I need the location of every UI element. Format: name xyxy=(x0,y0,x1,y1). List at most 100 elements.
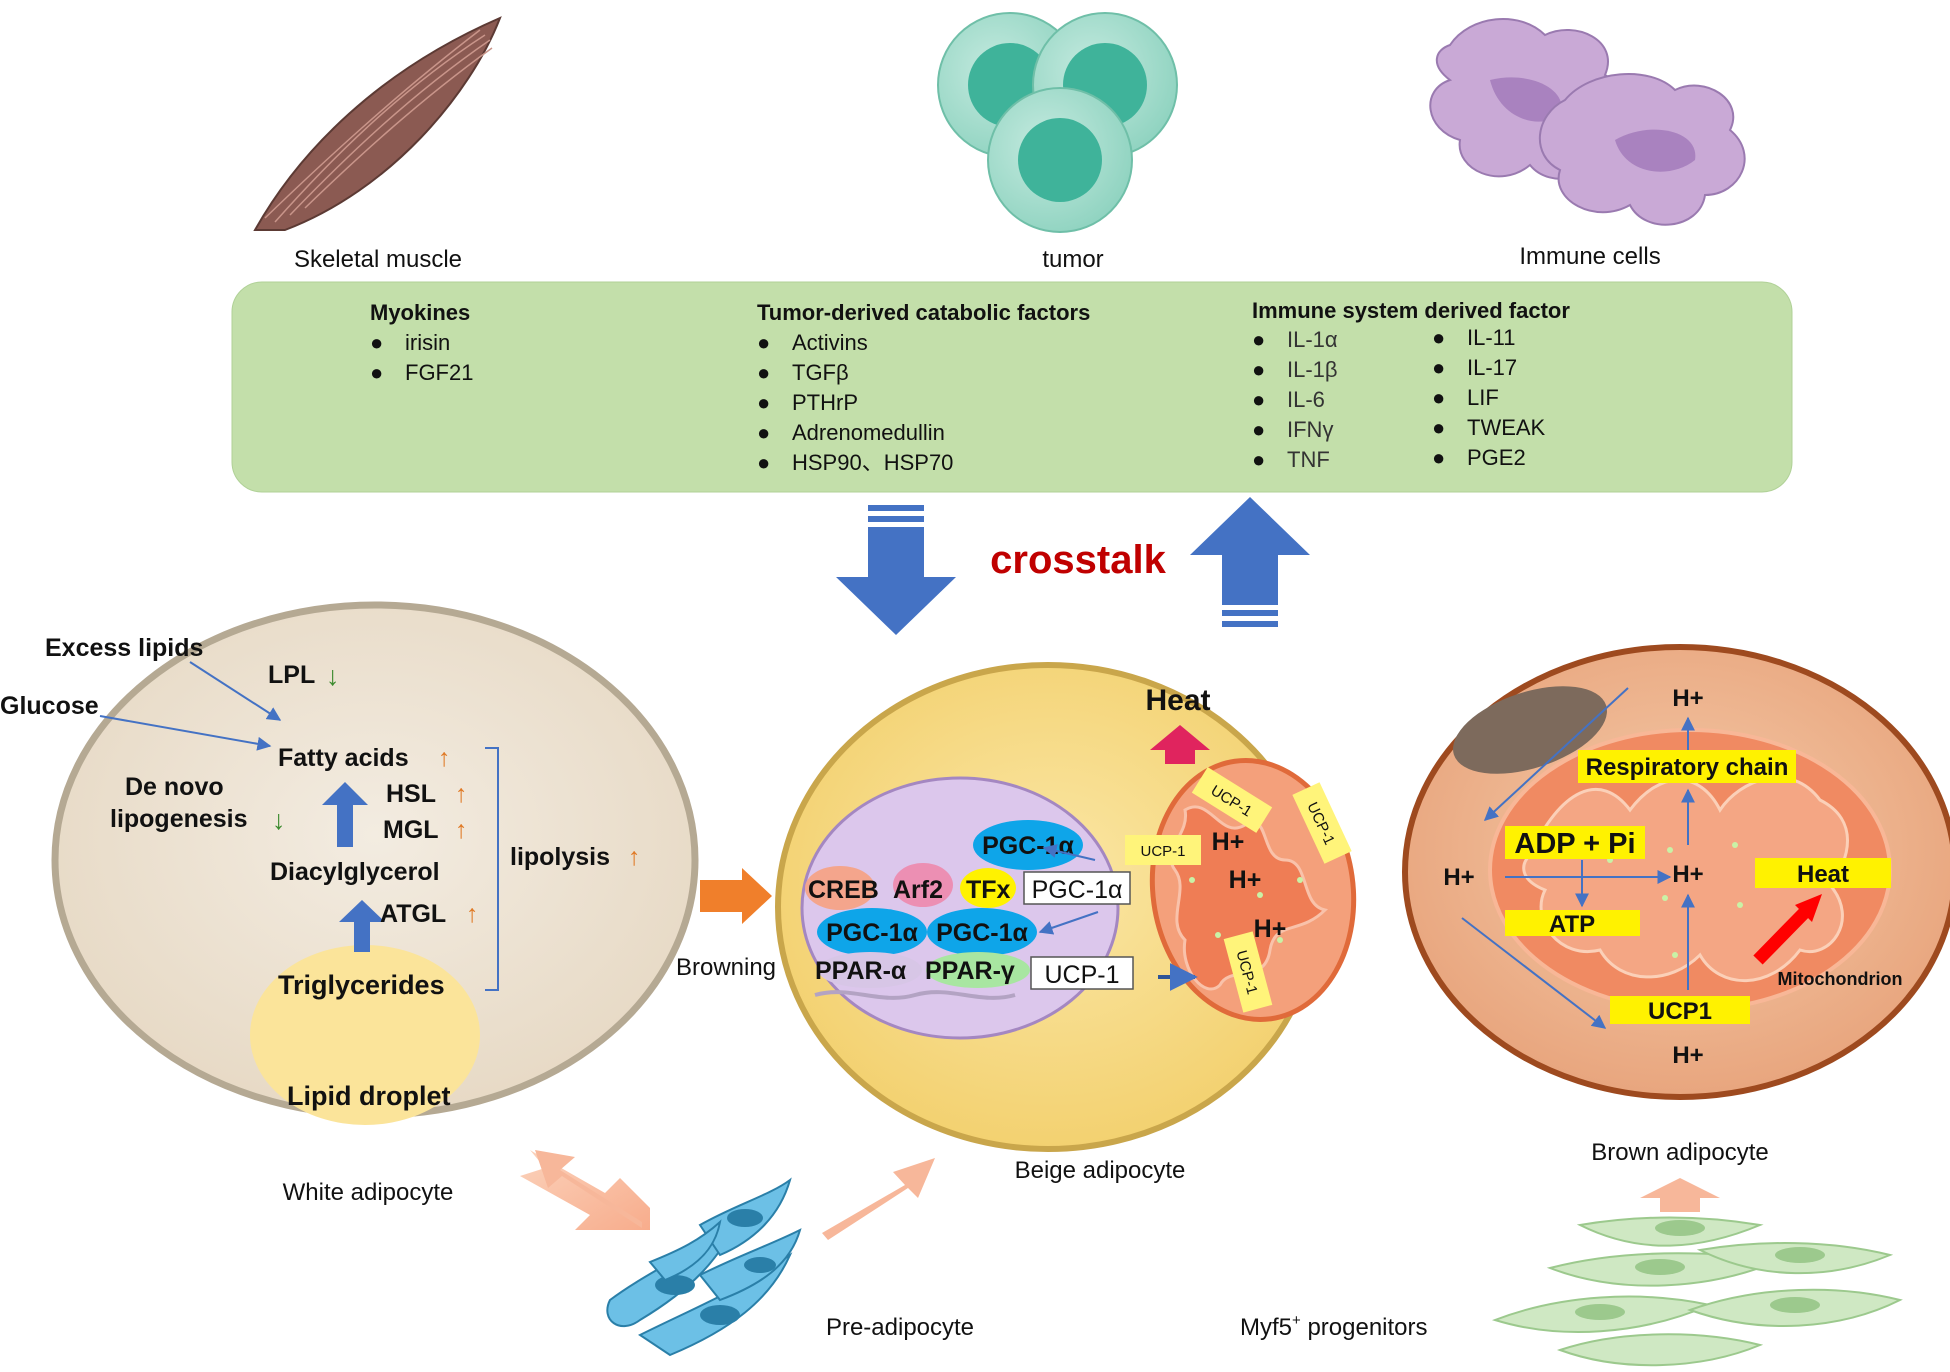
bullet: ● xyxy=(1432,415,1445,440)
immune-factor-item: IL-17 xyxy=(1467,355,1517,380)
brown-proton-label: H+ xyxy=(1672,685,1703,712)
immune-factor-item: IL-1β xyxy=(1287,357,1338,382)
tumor-factor-item: TGFβ xyxy=(792,360,849,385)
immune-cells-label: Immune cells xyxy=(1519,243,1660,270)
immune-factor-item: IL-11 xyxy=(1467,325,1516,350)
ucp-tag: UCP-1 xyxy=(1223,931,1273,1013)
bullet: ● xyxy=(1432,385,1445,410)
myf5-base: Myf5 xyxy=(1240,1314,1292,1341)
glucose-label: Glucose xyxy=(0,692,99,720)
immune-factor-item: LIF xyxy=(1467,385,1499,410)
excess-lipids-label: Excess lipids xyxy=(45,634,203,662)
de-novo-label: De novo xyxy=(125,773,224,801)
mgl-label: MGL xyxy=(383,816,439,844)
bullet: ● xyxy=(757,420,770,445)
triglycerides-label: Triglycerides xyxy=(278,970,445,1000)
arf2-oval xyxy=(893,863,953,907)
lipogenesis-label: lipogenesis xyxy=(110,805,248,833)
down-arrow-crosstalk xyxy=(836,505,956,635)
ppar-a-oval xyxy=(818,952,922,988)
beige-proton-label: H+ xyxy=(1212,828,1245,856)
pre-to-beige-arrow xyxy=(822,1158,935,1240)
atgl-up-indicator: ↑ xyxy=(466,900,479,928)
bullet: ● xyxy=(757,360,770,385)
tumor-factor-item: PTHrP xyxy=(792,390,858,415)
bullet: ● xyxy=(1252,387,1265,412)
myokines-group: Myokines ● irisin ● FGF21 xyxy=(370,300,473,385)
browning-label: Browning xyxy=(676,954,776,981)
ucp-tag: UCP-1 xyxy=(1125,835,1201,865)
ppar-g-label: PPAR-γ xyxy=(925,957,1015,985)
tumor-factor-item: HSP90、HSP70 xyxy=(792,450,953,475)
tfx-oval xyxy=(960,868,1016,908)
pgc-top-label: PGC-1α xyxy=(982,832,1074,860)
tumor-factor-item: Adrenomedullin xyxy=(792,420,945,445)
atgl-up-arrow xyxy=(339,900,385,952)
myf5-superscript: + xyxy=(1292,1312,1301,1329)
tfx-label: TFx xyxy=(966,876,1011,904)
bullet: ● xyxy=(757,450,770,475)
lpl-down-indicator: ↓ xyxy=(326,661,340,691)
immune-factor-item: IL-1α xyxy=(1287,327,1338,352)
beige-heat-label: Heat xyxy=(1145,684,1210,717)
bullet: ● xyxy=(1432,445,1445,470)
skeletal-muscle-label: Skeletal muscle xyxy=(294,246,462,273)
pgc-arrow xyxy=(1038,911,1099,935)
pgc-a-label: PGC-1α xyxy=(826,919,918,947)
lipid-droplet-label: Lipid droplet xyxy=(287,1081,450,1111)
pgc-box-label: PGC-1α xyxy=(1032,876,1123,904)
hsl-up-indicator: ↑ xyxy=(455,780,468,808)
beige-heat-arrow xyxy=(1150,725,1210,764)
atp-label: ATP xyxy=(1549,911,1595,938)
lipolysis-up-indicator: ↑ xyxy=(628,843,641,871)
mgl-up-indicator: ↑ xyxy=(455,816,468,844)
immune-factor-item: TWEAK xyxy=(1467,415,1546,440)
immune-cells-illustration xyxy=(1429,18,1746,226)
respiratory-chain-box xyxy=(1578,750,1796,783)
crosstalk-label: crosstalk xyxy=(990,538,1166,582)
glucose-arrow xyxy=(99,715,272,751)
ucp-promoter-box xyxy=(1030,956,1134,990)
creb-label: CREB xyxy=(808,876,879,904)
lipolysis-label: lipolysis xyxy=(510,843,610,871)
atgl-label: ATGL xyxy=(380,900,446,928)
bullet: ● xyxy=(1252,357,1265,382)
pgc-promoter-box xyxy=(1023,871,1131,905)
immune-factor-item: IFNγ xyxy=(1287,417,1333,442)
adp-label: ADP + Pi xyxy=(1514,828,1635,860)
pgc-oval xyxy=(927,908,1037,956)
myf5-progenitors-illustration xyxy=(1491,1216,1903,1367)
myokine-item: FGF21 xyxy=(405,360,473,385)
immune-factor-item: PGE2 xyxy=(1467,445,1526,470)
pgc-b-label: PGC-1α xyxy=(936,919,1028,947)
tumor-factors-title: Tumor-derived catabolic factors xyxy=(757,300,1090,325)
brown-proton-label: H+ xyxy=(1672,861,1703,888)
ppar-g-oval xyxy=(926,952,1030,988)
creb-oval xyxy=(805,866,875,910)
lipolysis-bracket xyxy=(485,747,499,991)
proton-pump-arrow xyxy=(1483,687,1629,821)
bullet: ● xyxy=(1252,327,1265,352)
lipid-droplet-shape xyxy=(250,945,480,1125)
myf5-to-brown-arrow xyxy=(1640,1178,1720,1212)
ucp-box-label: UCP-1 xyxy=(1044,961,1119,989)
lipogenesis-down-indicator: ↓ xyxy=(272,805,286,835)
heat-box xyxy=(1755,858,1891,888)
brown-proton-label: H+ xyxy=(1443,864,1474,891)
ucp1-label: UCP1 xyxy=(1648,998,1712,1025)
tumor-cells-illustration xyxy=(937,12,1178,233)
fatty-acids-label: Fatty acids xyxy=(278,744,409,772)
atp-box xyxy=(1505,910,1640,936)
myokine-item: irisin xyxy=(405,330,450,355)
bullet: ● xyxy=(1432,355,1445,380)
fatty-acids-up-indicator: ↑ xyxy=(438,744,451,772)
adp-box xyxy=(1505,826,1645,859)
immune-factor-item: TNF xyxy=(1287,447,1330,472)
bullet: ● xyxy=(370,330,383,355)
ucp1-box xyxy=(1610,996,1750,1024)
pgc-oval xyxy=(817,908,927,956)
ppar-a-label: PPAR-α xyxy=(815,957,907,985)
bullet: ● xyxy=(1432,325,1445,350)
immune-factor-item: IL-6 xyxy=(1287,387,1325,412)
